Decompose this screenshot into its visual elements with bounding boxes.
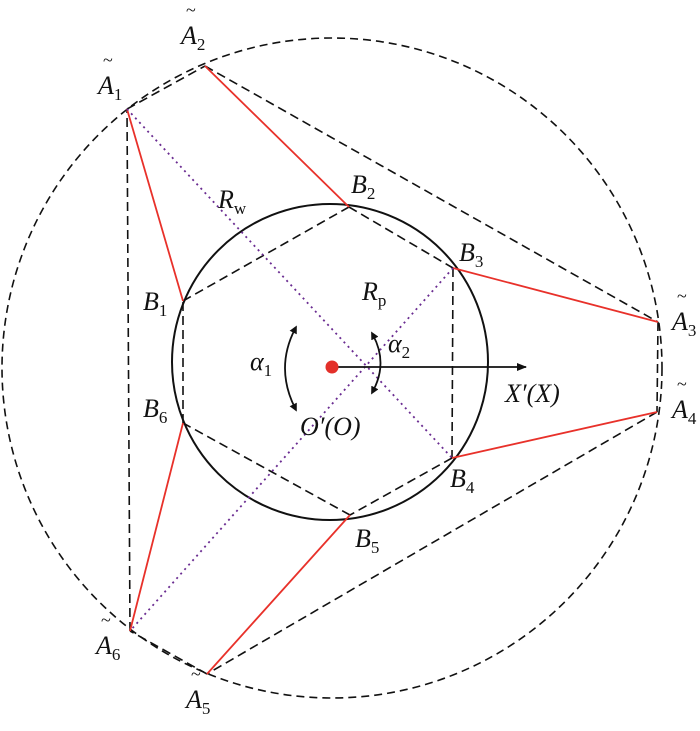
label-A6: ~ A6 <box>94 610 120 664</box>
label-A4: ~ A4 <box>670 374 697 428</box>
label-Rw: Rw <box>217 185 247 218</box>
label-origin: O′(O) <box>300 412 361 441</box>
edge-A1-A2 <box>126 65 206 110</box>
edge-B4-B5 <box>349 457 453 516</box>
label-B1: B1 <box>143 287 167 320</box>
link-A2-B2 <box>204 65 350 208</box>
hexagon <box>182 206 454 516</box>
label-Rp: Rp <box>361 277 386 310</box>
label-B5: B5 <box>355 524 379 557</box>
edge-B2-B3 <box>348 206 454 269</box>
alpha1-arc <box>284 325 297 412</box>
edge-A4-A5 <box>206 411 658 675</box>
edge-A2-A3 <box>204 65 659 323</box>
label-A1: ~ A1 <box>96 50 122 104</box>
letter-A5: A5 <box>184 685 210 718</box>
letter-A3: A3 <box>670 307 696 340</box>
tilde-A1: ~ <box>103 50 113 70</box>
red-links <box>126 65 659 675</box>
link-B4-A4 <box>451 411 658 459</box>
link-B6-A6 <box>129 422 184 632</box>
radius-Rw-line <box>126 108 453 459</box>
edge-A6-A1 <box>126 108 131 632</box>
label-A2: ~ A2 <box>179 0 205 54</box>
outer-dashed-circle <box>1 37 663 699</box>
radius-lines <box>126 108 454 632</box>
link-B3-A3 <box>452 267 659 323</box>
alpha2-arc <box>371 331 382 395</box>
link-B5-A5 <box>206 514 351 675</box>
tilde-A6: ~ <box>101 610 111 630</box>
edge-B1-B2 <box>182 206 350 302</box>
label-B4: B4 <box>450 464 475 497</box>
tilde-A2: ~ <box>186 0 196 20</box>
label-B2: B2 <box>351 170 375 203</box>
edge-B5-B6 <box>182 422 351 516</box>
label-B6: B6 <box>143 394 167 427</box>
tilde-A5: ~ <box>191 664 201 684</box>
letter-A1: A1 <box>96 71 122 104</box>
label-alpha1: α1 <box>250 347 272 380</box>
link-A1-B1 <box>126 108 184 302</box>
label-x-axis: X′(X) <box>504 379 560 408</box>
letter-A2: A2 <box>179 21 205 54</box>
label-A3: ~ A3 <box>670 286 696 340</box>
outer-polygon <box>126 65 659 675</box>
letter-A6: A6 <box>94 631 120 664</box>
tilde-A3: ~ <box>677 286 687 306</box>
label-alpha2: α2 <box>388 329 410 362</box>
label-A5: ~ A5 <box>184 664 210 718</box>
edge-A5-A6 <box>129 630 208 675</box>
edge-A3-A4 <box>656 321 659 413</box>
radius-Rp-line <box>129 267 454 632</box>
center-point <box>325 360 339 374</box>
tilde-A4: ~ <box>677 374 687 394</box>
letter-A4: A4 <box>670 395 697 428</box>
inner-circle <box>171 203 489 521</box>
edge-B3-B4 <box>451 267 454 459</box>
label-B3: B3 <box>459 238 483 271</box>
